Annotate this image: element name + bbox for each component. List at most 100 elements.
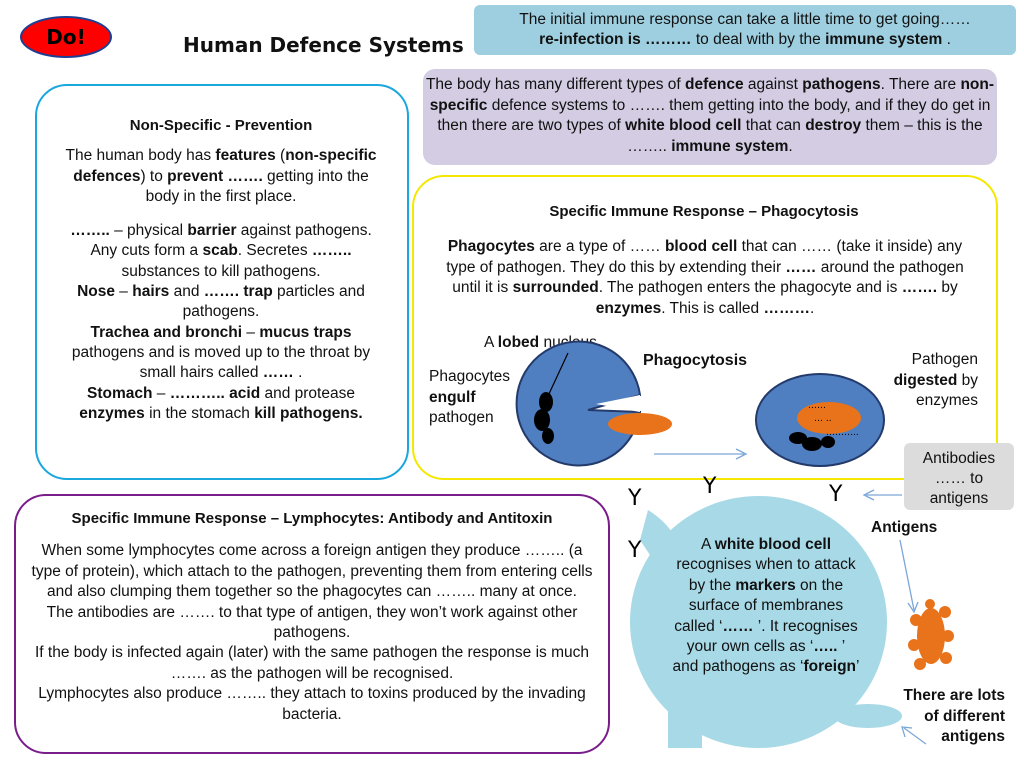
lymphocyte-content: Specific Immune Response – Lymphocytes: … [30,509,594,725]
ns-p1-d: non-specific defences [73,147,377,185]
phagocytosis-center-label: Phagocytosis [643,352,748,369]
intro-a: The body has many different types of [425,76,686,93]
bubble-j: foreign [803,658,857,676]
ns-p4-f: . [293,364,303,382]
ns-p2-g: …….. [311,242,352,260]
enzyme-dots-3: ……….. [826,428,859,438]
top-note-box: The initial immune response can take a l… [474,5,1016,55]
ns-p4-a: Trachea and bronchi [90,323,243,341]
lots-line1: There are lots [903,687,1005,704]
lobed-a: A [484,334,498,351]
intro-e: . There are [880,76,961,93]
intro-c: against [743,76,803,93]
ns-p5-f: in the stomach [144,404,255,422]
ns-p1-g: getting into the body in the first place… [145,167,369,205]
antibodies-box: Antibodies …… to antigens [904,443,1014,510]
bubble-d: markers [735,576,796,594]
ns-p2-d: against pathogens. Any cuts form a [90,222,372,260]
ns-p5-b: – [152,384,170,402]
ns-p2-h: substances to kill pathogens. [121,262,321,280]
top-note-end: . [942,31,951,48]
antigens-label: Antigens [871,519,938,536]
bubble-f: …… [722,617,754,635]
antigens-arrowhead [907,601,919,614]
ns-p1-c: ( [275,147,286,165]
ns-p5-d: and protease [260,384,355,402]
ns-p2-b: – physical [109,222,188,240]
top-note-mid: to deal with by the [691,31,826,48]
ns-p2-e: scab [202,242,238,260]
ph-e: …… [785,258,817,276]
phagocytosis-heading: Specific Immune Response – Phagocytosis [549,203,859,220]
ns-p4-b: – [242,323,260,341]
ph-h: . The pathogen enters the phagocyte and … [598,279,902,296]
bubble-e: on the surface of membranes called ‘ [674,576,844,635]
ns-p1-e: ) to [140,167,168,185]
bubble-g: ’. It recognises your own cells as ‘ [686,617,858,656]
lobed-nucleus-shape [534,392,554,444]
white-blood-cell-bubble [630,496,887,748]
process-arrowhead [735,448,748,460]
ph-m: ……… [763,299,810,317]
intro-i: that can [741,117,806,134]
ns-p2-f: . Secretes [237,242,312,260]
bubble-i: ’ and pathogens as ‘ [672,638,846,676]
ph-a: Phagocytes [447,238,535,255]
ns-p3-c: hairs [132,283,170,301]
do-badge-label: Do! [46,25,86,49]
lymphocyte-p1: When some lymphocytes come across a fore… [31,542,593,601]
ns-p3-e: ……. trap [203,283,273,301]
antibody-icon-4: Y [628,538,642,563]
ns-p3-d: and [169,283,204,301]
digested-line3: enzymes [915,392,978,409]
antibodies-line2: …… to [934,470,984,487]
nonspecific-p2: …….. – physical barrier against pathogen… [60,221,382,282]
page-title: Human Defence Systems [183,33,464,57]
lobed-nucleus-pointer [547,352,569,397]
intro-j: destroy [805,117,862,134]
intro-k: them – this is the …….. [627,117,983,155]
ph-j: by [937,279,958,296]
ns-p2-c: barrier [187,222,237,240]
ns-p5-a: Stomach [87,384,153,402]
antibody-icon-1: Y [628,486,642,511]
nonspecific-p5: Stomach – ……….. acid and protease enzyme… [60,384,382,425]
do-badge: Do! [20,16,112,58]
antibody-icon-3: Y [829,482,843,507]
ns-p3-a: Nose [77,283,115,301]
nonspecific-content: Non-Specific - Prevention The human body… [60,116,382,424]
bubble-a: A [700,536,715,553]
lymphocyte-heading: Specific Immune Response – Lymphocytes: … [71,510,553,527]
phagocyte-mouth [596,395,640,412]
digested-bold: digested [893,371,958,389]
ns-p4-d: pathogens and is moved up to the throat … [71,343,371,382]
antigens-arrow [899,539,915,611]
top-note-line1: The initial immune response can take a l… [519,11,971,28]
bubble-text: A white blood cell recognises when to at… [672,535,860,678]
bubble-b: white blood cell [714,536,832,553]
top-note-immune: immune system [825,31,943,48]
engulf-line2: engulf [429,388,476,406]
ph-n: . [809,299,815,317]
ph-f: around the pathogen until it is [452,258,964,297]
top-note-reinfection: re-infection is ……… [539,31,692,48]
nonspecific-p4: Trachea and bronchi – mucus traps pathog… [60,323,382,384]
digested-label: Pathogen digested by enzymes [872,350,978,412]
intro-h: white blood cell [625,117,742,134]
antibodies-line1: Antibodies [922,450,996,467]
ns-p1-b: features [215,147,276,165]
ns-p5-c: ……….. acid [169,384,261,402]
ph-i: ……. [901,279,938,296]
engulf-line1: Phagocytes [429,368,510,385]
bubble-c: recognises when to attack by the [676,556,856,594]
antigen-cluster [908,599,954,670]
ph-k: enzymes [595,299,662,317]
intro-text: The body has many different types of def… [423,75,997,157]
ph-d: that can …… (take it inside) any type of… [446,238,963,276]
intro-d: pathogens [802,76,881,93]
enzyme-dots-1: …… [808,401,826,411]
ph-g: surrounded [512,279,599,296]
ph-l: . This is called [661,299,764,317]
engulf-line3: pathogen [429,409,494,426]
lymphocyte-p4: Lymphocytes also produce …….. they attac… [38,685,586,723]
